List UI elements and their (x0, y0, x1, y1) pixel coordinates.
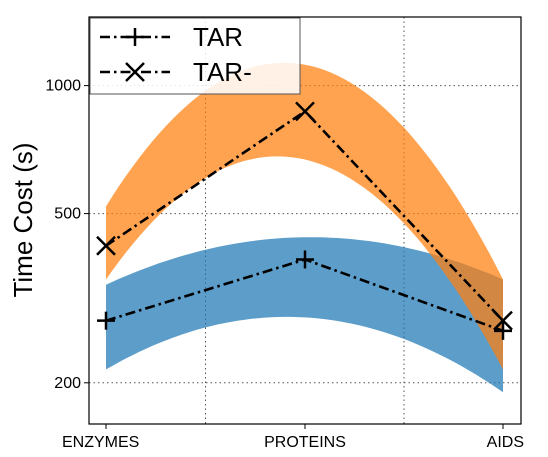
data-point-marker (493, 310, 513, 331)
legend-label-1: TAR (193, 22, 243, 52)
y-tick-label: 200 (54, 375, 81, 392)
x-tick-label: ENZYMES (62, 434, 139, 451)
y-tick-label: 500 (54, 206, 81, 223)
data-point-marker (296, 250, 314, 269)
data-point-marker (295, 101, 315, 122)
data-point-marker (97, 311, 115, 330)
legend-marker-2 (125, 62, 145, 82)
series-lines (96, 101, 513, 340)
x-tick-label: AIDS (487, 434, 524, 451)
confidence-band-2 (106, 62, 503, 370)
legend-box (89, 17, 301, 95)
confidence-bands (106, 62, 503, 393)
y-axis-title: Time Cost (s) (8, 142, 38, 297)
x-tick-label: PROTEINS (264, 434, 346, 451)
legend-label-2: TAR- (193, 57, 252, 87)
y-tick-label: 1000 (45, 78, 81, 95)
legend: TAR TAR- (89, 17, 301, 95)
confidence-band-1 (106, 237, 503, 393)
legend-marker-1 (126, 28, 144, 46)
data-point-marker (96, 235, 116, 256)
data-point-marker (494, 321, 512, 340)
